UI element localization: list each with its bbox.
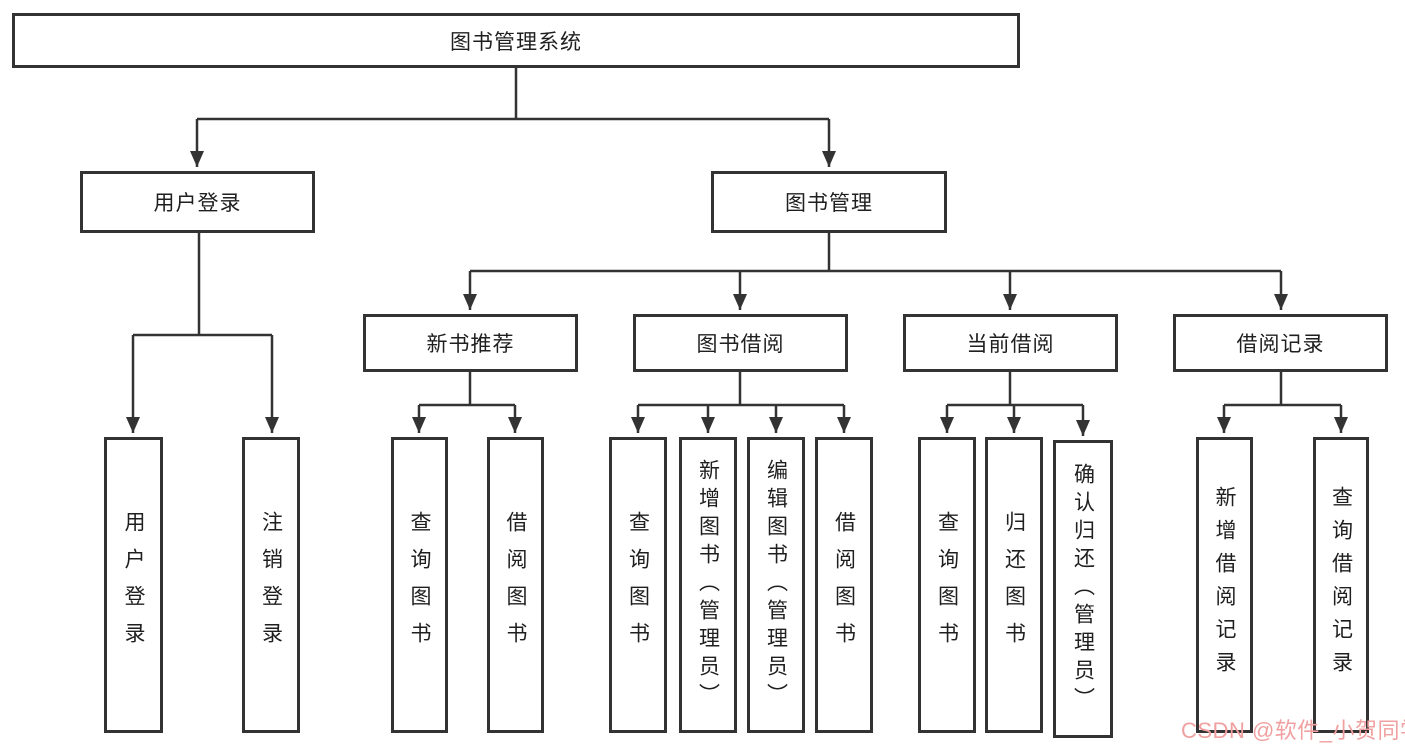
leaf-cb-return-books: 归还图书 <box>985 437 1043 733</box>
node-borrow-records-label: 借阅记录 <box>1236 333 1325 356</box>
leaf-bb-add-books-admin-label: 新增图书（管理员） <box>696 459 720 711</box>
node-borrow-records: 借阅记录 <box>1173 314 1388 372</box>
leaf-bb-query-books-label: 查询图书 <box>626 511 650 659</box>
node-book-mgmt-label: 图书管理 <box>785 192 873 215</box>
leaf-br-add-record: 新增借阅记录 <box>1196 437 1253 733</box>
csdn-watermark: CSDN @软件_小贺同学 <box>1181 718 1405 743</box>
leaf-br-query-record: 查询借阅记录 <box>1313 437 1369 733</box>
leaf-cb-return-books-label: 归还图书 <box>1002 511 1026 659</box>
leaf-rec-query-books: 查询图书 <box>391 437 448 733</box>
node-new-book-rec-label: 新书推荐 <box>426 333 515 356</box>
leaf-bb-edit-books-admin: 编辑图书（管理员） <box>747 437 805 733</box>
leaf-rec-query-books-label: 查询图书 <box>408 511 431 659</box>
leaf-logout-label: 注销登录 <box>259 511 283 659</box>
leaf-bb-borrow-books: 借阅图书 <box>815 437 873 733</box>
leaf-br-add-record-label: 新增借阅记录 <box>1213 486 1236 684</box>
leaf-cb-query-books-label: 查询图书 <box>935 511 959 659</box>
node-book-borrow: 图书借阅 <box>633 314 848 372</box>
node-current-borrow: 当前借阅 <box>903 314 1118 372</box>
leaf-bb-query-books: 查询图书 <box>609 437 667 733</box>
node-user-login: 用户登录 <box>80 171 315 233</box>
leaf-user-login-action-label: 用户登录 <box>122 511 145 659</box>
leaf-bb-edit-books-admin-label: 编辑图书（管理员） <box>764 459 788 711</box>
leaf-cb-confirm-return-admin-label: 确认归还（管理员） <box>1071 463 1095 715</box>
leaf-logout: 注销登录 <box>242 437 300 733</box>
leaf-rec-borrow-books: 借阅图书 <box>487 437 544 733</box>
node-user-login-label: 用户登录 <box>153 192 242 215</box>
leaf-bb-add-books-admin: 新增图书（管理员） <box>679 437 737 733</box>
node-root: 图书管理系统 <box>12 13 1020 68</box>
leaf-cb-confirm-return-admin: 确认归还（管理员） <box>1053 440 1113 738</box>
leaf-br-query-record-label: 查询借阅记录 <box>1329 486 1353 684</box>
node-new-book-rec: 新书推荐 <box>363 314 578 372</box>
node-book-borrow-label: 图书借阅 <box>696 333 785 356</box>
leaf-user-login-action: 用户登录 <box>104 437 163 733</box>
leaf-cb-query-books: 查询图书 <box>918 437 976 733</box>
node-root-label: 图书管理系统 <box>450 30 582 54</box>
node-book-mgmt: 图书管理 <box>711 171 947 233</box>
node-current-borrow-label: 当前借阅 <box>966 333 1055 356</box>
leaf-bb-borrow-books-label: 借阅图书 <box>832 511 856 659</box>
leaf-rec-borrow-books-label: 借阅图书 <box>504 511 527 659</box>
